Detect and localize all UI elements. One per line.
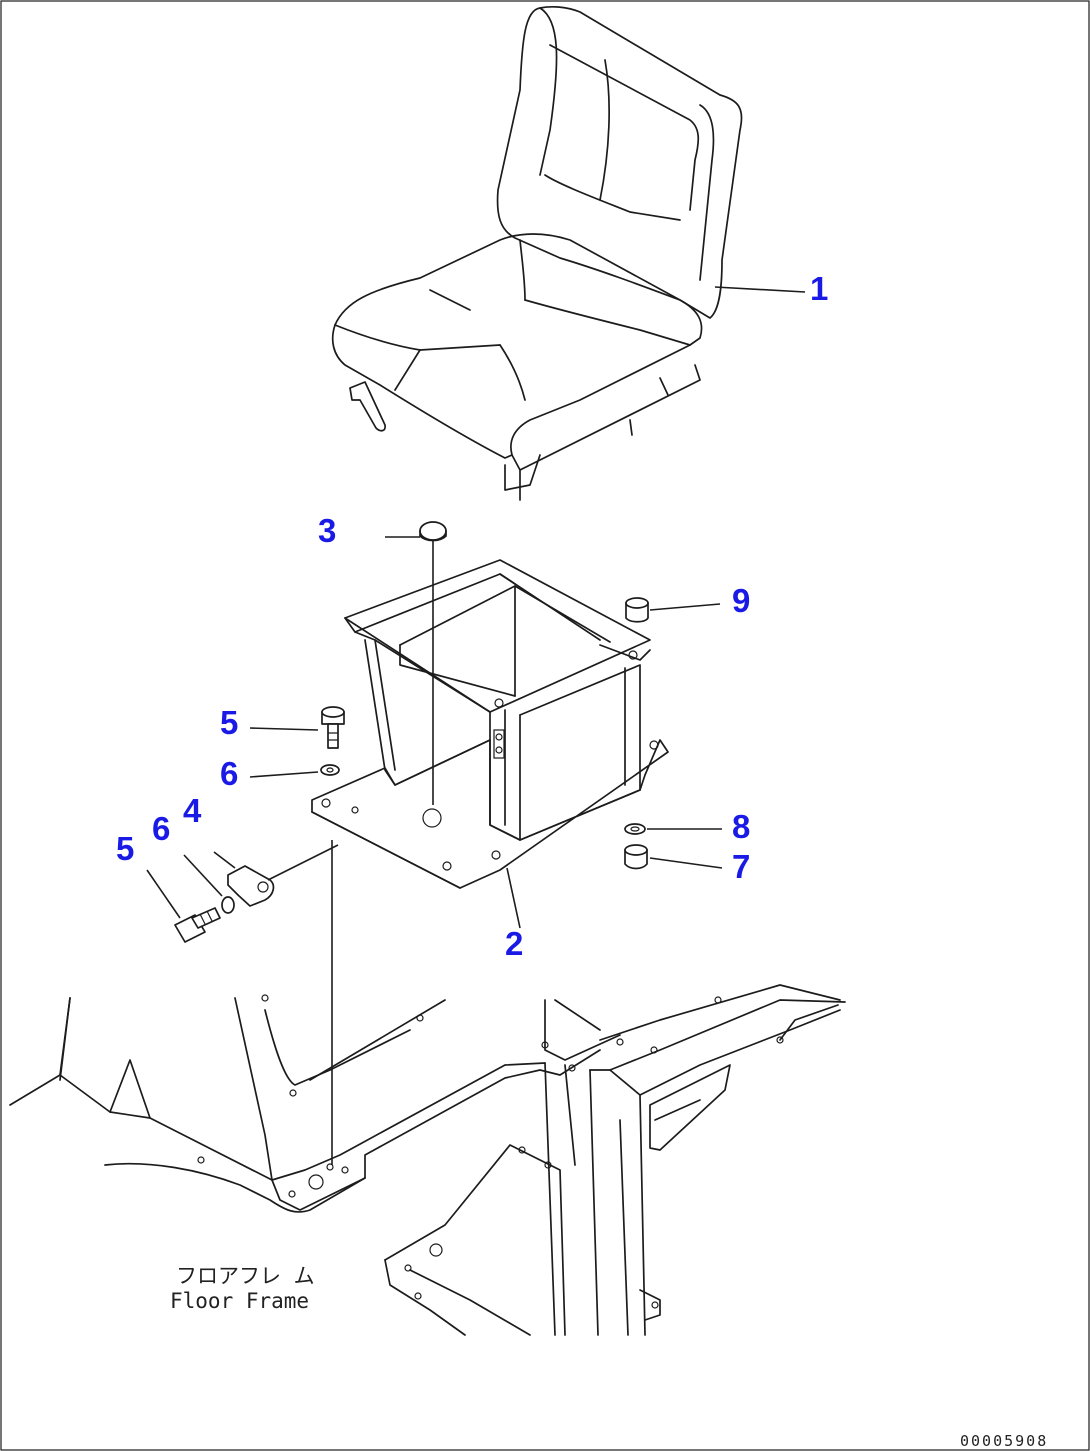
callout-6-upper: 6 <box>220 755 238 792</box>
leader-lines <box>146 286 806 1165</box>
floor-frame-label-english: Floor Frame <box>170 1289 309 1313</box>
seat-cushion <box>331 233 703 459</box>
callout-5-upper: 5 <box>220 704 238 741</box>
callout-9: 9 <box>732 582 750 619</box>
seat-stand <box>311 559 669 889</box>
washer-part-8 <box>624 823 646 835</box>
callout-2: 2 <box>505 925 523 962</box>
callout-4: 4 <box>183 792 202 829</box>
callout-1: 1 <box>810 270 828 307</box>
seat-adjust-lever <box>349 381 386 432</box>
cushion-part-9 <box>625 597 649 623</box>
nut-part-7 <box>624 844 648 870</box>
floor-frame-label-japanese: フロアフレ ム <box>176 1264 315 1288</box>
washer-part-6-upper <box>320 764 340 776</box>
bolt-part-5-upper <box>321 706 345 749</box>
floor-frame <box>9 984 846 1336</box>
bracket-part-4 <box>227 865 275 907</box>
callout-8: 8 <box>732 808 750 845</box>
cap-part-3 <box>419 521 447 542</box>
callout-3: 3 <box>318 512 336 549</box>
base-plate <box>311 739 669 889</box>
callout-6-lower: 6 <box>152 810 170 847</box>
operator-seat <box>331 5 743 501</box>
callout-5-lower: 5 <box>116 830 134 867</box>
bolt-part-5-lower <box>174 907 221 943</box>
callout-7: 7 <box>732 848 750 885</box>
drawing-number: 00005908 <box>960 1432 1048 1450</box>
washer-part-6-lower <box>221 896 235 914</box>
seat-backrest <box>496 5 743 319</box>
